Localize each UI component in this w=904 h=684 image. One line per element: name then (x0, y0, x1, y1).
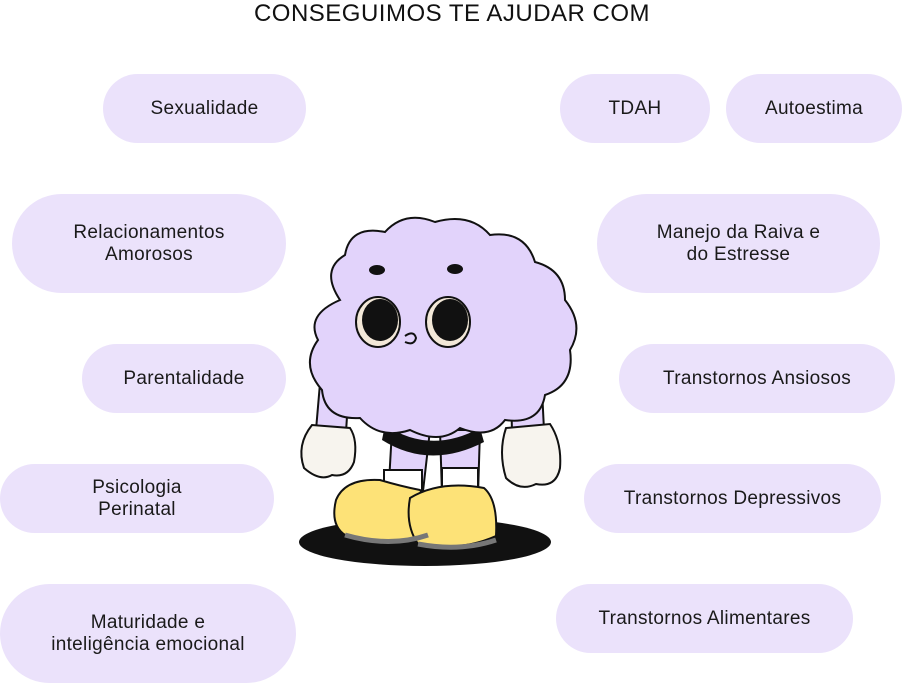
topic-label: Relacionamentos Amorosos (73, 221, 225, 265)
mascot-eyebrow-left (369, 265, 385, 275)
mascot-shorts (382, 425, 484, 456)
topic-label: Transtornos Alimentares (598, 607, 811, 629)
topic-label: Transtornos Depressivos (623, 487, 842, 509)
mascot-shoe-right (407, 484, 498, 548)
mascot-glove-left (300, 423, 357, 479)
topic-perinatal: Psicologia Perinatal (0, 464, 274, 533)
mascot-mouth (404, 332, 418, 345)
topic-alimentares: Transtornos Alimentares (556, 584, 853, 653)
topic-depressivos: Transtornos Depressivos (584, 464, 881, 533)
topic-relacionamentos: Relacionamentos Amorosos (12, 194, 286, 293)
topic-label: Manejo da Raiva e do Estresse (656, 221, 821, 265)
topic-label: Maturidade e inteligência emocional (51, 611, 245, 655)
topic-maturidade: Maturidade e inteligência emocional (0, 584, 296, 683)
mascot-eyebrow-right (447, 264, 463, 274)
topic-ansiosos: Transtornos Ansiosos (619, 344, 895, 413)
page-title: CONSEGUIMOS TE AJUDAR COM (253, 0, 651, 27)
brain-mascot-illustration (299, 216, 578, 566)
topic-parentalidade: Parentalidade (82, 344, 286, 413)
topic-label: TDAH (608, 97, 662, 119)
topic-raiva: Manejo da Raiva e do Estresse (597, 194, 880, 293)
topic-tdah: TDAH (560, 74, 710, 143)
topic-label: Sexualidade (150, 97, 259, 119)
topic-sexualidade: Sexualidade (103, 74, 306, 143)
mascot-glove-right (501, 422, 562, 488)
topic-label: Autoestima (764, 97, 864, 119)
topic-label: Transtornos Ansiosos (663, 367, 851, 389)
topic-label: Psicologia Perinatal (92, 476, 182, 520)
topic-label: Parentalidade (123, 367, 245, 389)
topic-autoestima: Autoestima (726, 74, 902, 143)
